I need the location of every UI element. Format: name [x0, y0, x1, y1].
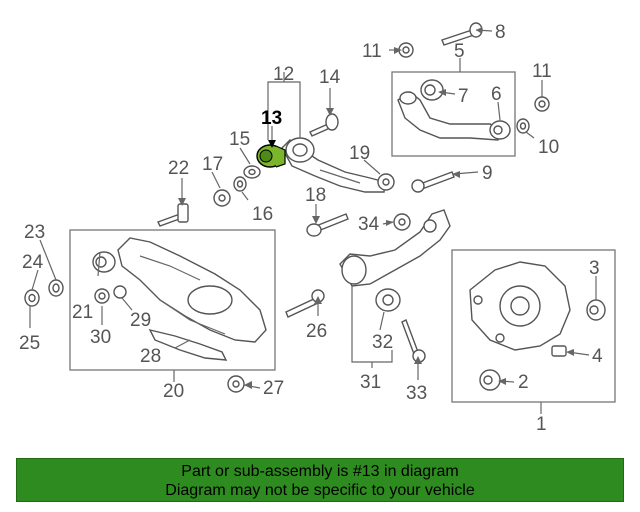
info-banner: Part or sub-assembly is #13 in diagram D…	[16, 458, 624, 502]
group-box-5	[391, 71, 516, 157]
arrow-9	[452, 171, 460, 178]
callout-10: 10	[538, 137, 559, 158]
group-box-20	[69, 229, 276, 371]
arrow-18	[312, 216, 320, 224]
part-24-nut	[24, 289, 40, 307]
arrow-33	[414, 356, 422, 364]
callout-21: 21	[72, 302, 93, 323]
callout-32: 32	[372, 332, 393, 353]
part-17-nut	[213, 189, 231, 207]
part-31-link	[339, 209, 451, 287]
part-33-bolt	[401, 319, 426, 363]
part-30-bolt	[94, 288, 110, 304]
callout-28: 28	[140, 346, 161, 367]
callout-34: 34	[358, 214, 380, 235]
callout-12: 12	[273, 64, 294, 85]
callout-17: 17	[202, 154, 223, 175]
part-5-upper-link	[397, 91, 501, 141]
part-7-bushing	[420, 79, 444, 101]
part-2-bushing	[479, 369, 501, 391]
arrow-34	[386, 220, 394, 226]
parts-diagram: 1 2 3 4 5 6 7 8 9 10 11 11 12 13 14 15 1…	[19, 22, 616, 435]
callout-29: 29	[130, 310, 151, 331]
arrowheads	[178, 27, 574, 389]
callout-30: 30	[90, 327, 111, 348]
part-14-bolt	[309, 113, 339, 137]
part-13-bushing	[256, 144, 286, 168]
arrow-22	[178, 198, 186, 206]
arrow-14	[326, 108, 334, 116]
callout-33: 33	[406, 383, 427, 404]
part-16-washer	[233, 176, 247, 192]
callout-9: 9	[482, 163, 493, 184]
part-12-upper-arm	[281, 137, 386, 193]
arrow-7	[438, 89, 446, 96]
callout-19: 19	[349, 143, 370, 164]
part-15-nut	[243, 165, 261, 179]
callout-13: 13	[261, 108, 282, 129]
callout-11-top: 11	[362, 41, 382, 62]
banner-line-1: Part or sub-assembly is #13 in diagram	[181, 463, 459, 480]
arrow-27	[244, 381, 252, 389]
arrow-8	[476, 27, 482, 34]
callout-18: 18	[305, 185, 326, 206]
part-3-bushing	[586, 299, 606, 321]
callout-11-right: 11	[532, 61, 552, 82]
callout-24: 24	[22, 252, 44, 273]
part-27-nut	[227, 375, 245, 393]
callout-22: 22	[168, 158, 189, 179]
callout-6: 6	[491, 84, 502, 105]
arrow-11	[394, 47, 402, 54]
part-34-nut	[393, 213, 411, 231]
callout-20: 20	[163, 381, 184, 402]
part-32-bushing	[375, 288, 401, 312]
arrow-4	[566, 349, 574, 356]
callout-1: 1	[536, 414, 547, 435]
part-22-bolt	[157, 203, 189, 227]
part-18-bolt	[306, 213, 349, 237]
callout-26: 26	[306, 321, 327, 342]
callout-8: 8	[495, 22, 506, 43]
part-20-lower-arm	[117, 237, 267, 343]
part-10-washer	[516, 118, 530, 134]
part-9-bolt	[411, 171, 455, 193]
callout-31: 31	[360, 372, 381, 393]
part-6-bushing	[489, 120, 511, 140]
callout-labels: 1 2 3 4 5 6 7 8 9 10 11 11 12 13 14 15 1…	[19, 22, 603, 435]
callout-3: 3	[589, 258, 600, 279]
part-28-spring-seat	[148, 328, 228, 361]
part-29-washer	[113, 285, 127, 299]
banner-line-2: Diagram may not be specific to your vehi…	[165, 482, 475, 499]
callout-2: 2	[518, 372, 529, 393]
part-23-washer	[48, 279, 64, 297]
callout-7: 7	[458, 86, 469, 107]
callout-27: 27	[263, 378, 284, 399]
arrow-13	[268, 140, 276, 148]
callout-15: 15	[229, 129, 250, 150]
callout-5: 5	[454, 41, 465, 62]
callout-25: 25	[19, 333, 40, 354]
arrow-26	[314, 296, 322, 304]
part-1-knuckle	[469, 261, 571, 351]
part-19-nut	[377, 173, 395, 191]
part-21-bushing	[92, 251, 116, 273]
leader-lines	[29, 29, 597, 414]
group-box-1	[451, 249, 616, 403]
callout-23: 23	[24, 222, 45, 243]
callout-16: 16	[252, 204, 273, 225]
callout-14: 14	[319, 67, 341, 88]
part-11-nut-right	[534, 96, 550, 112]
part-4-pin	[551, 345, 567, 357]
callout-4: 4	[592, 346, 603, 367]
arrow-2	[498, 378, 506, 385]
